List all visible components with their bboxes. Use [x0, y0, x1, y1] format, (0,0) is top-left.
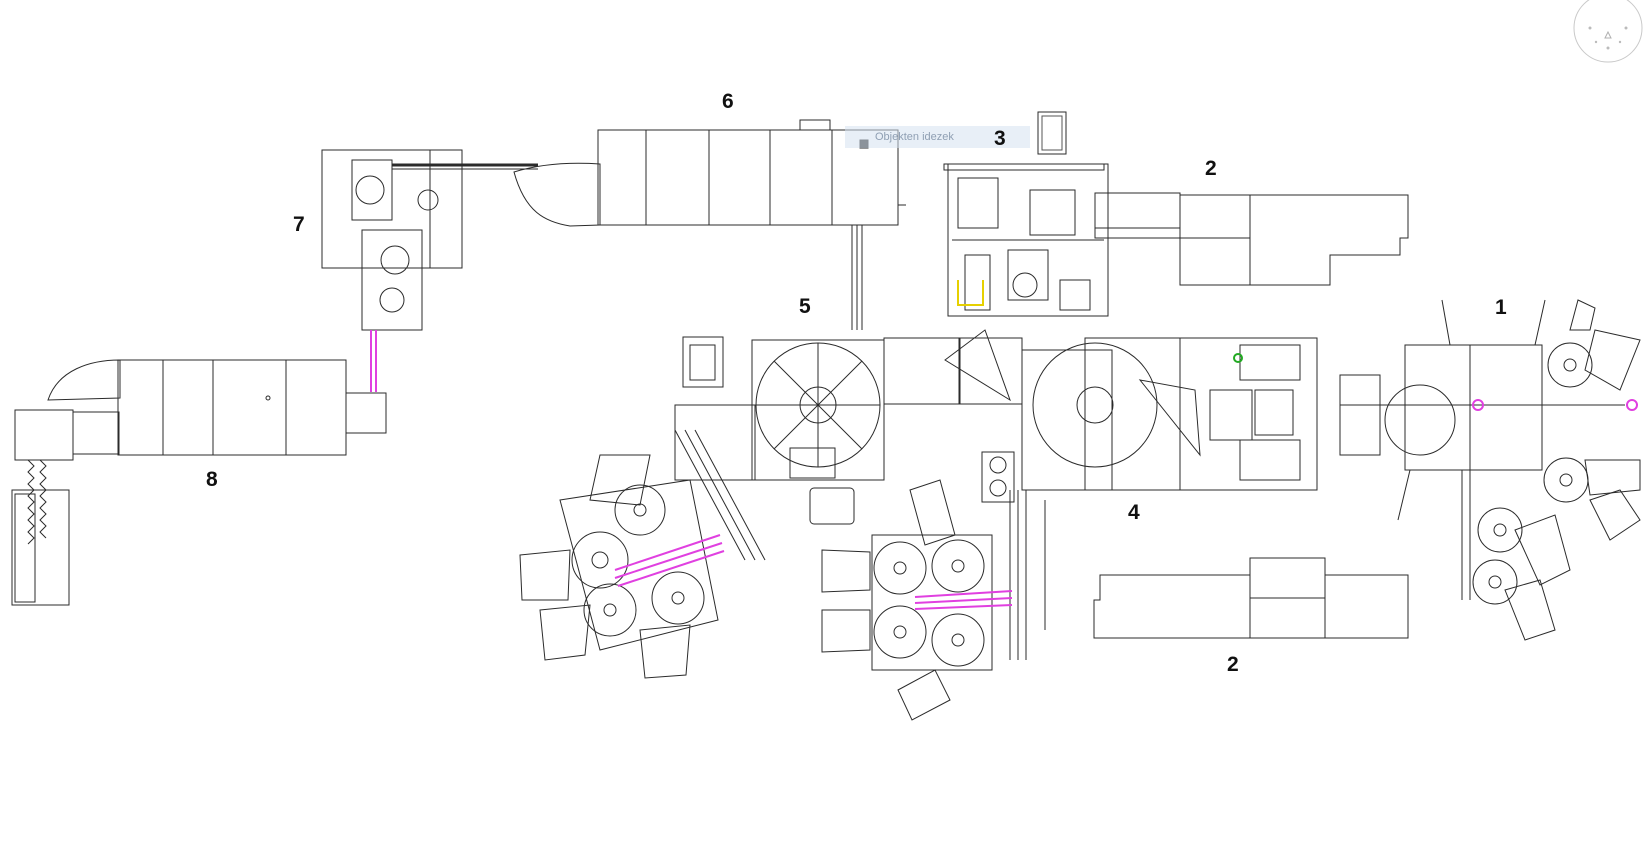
station-label-8: 8 [206, 468, 218, 491]
station-label-2-bottom: 2 [1227, 653, 1239, 676]
machine-1 [1340, 300, 1640, 640]
station-label-7: 7 [293, 213, 305, 236]
station-label-4: 4 [1128, 501, 1140, 524]
feeder-cluster-4 [822, 480, 992, 720]
station-label-3: 3 [994, 127, 1006, 150]
compass-icon[interactable] [1572, 0, 1644, 64]
machine-3 [944, 112, 1108, 316]
tooltip: Objekten idezek [845, 126, 1030, 148]
station-label-6: 6 [722, 90, 734, 113]
machine-6 [514, 120, 906, 330]
machine-7 [322, 150, 538, 330]
machine-2-bottom [1094, 558, 1408, 638]
station-label-5: 5 [799, 295, 811, 318]
feeder-cluster-5 [520, 430, 765, 678]
machine-5 [675, 337, 959, 524]
machine-4 [945, 330, 1317, 660]
machine-2-top [1095, 193, 1408, 285]
station-label-2-top: 2 [1205, 157, 1217, 180]
machine-8 [12, 360, 386, 605]
station-label-1: 1 [1495, 296, 1507, 319]
